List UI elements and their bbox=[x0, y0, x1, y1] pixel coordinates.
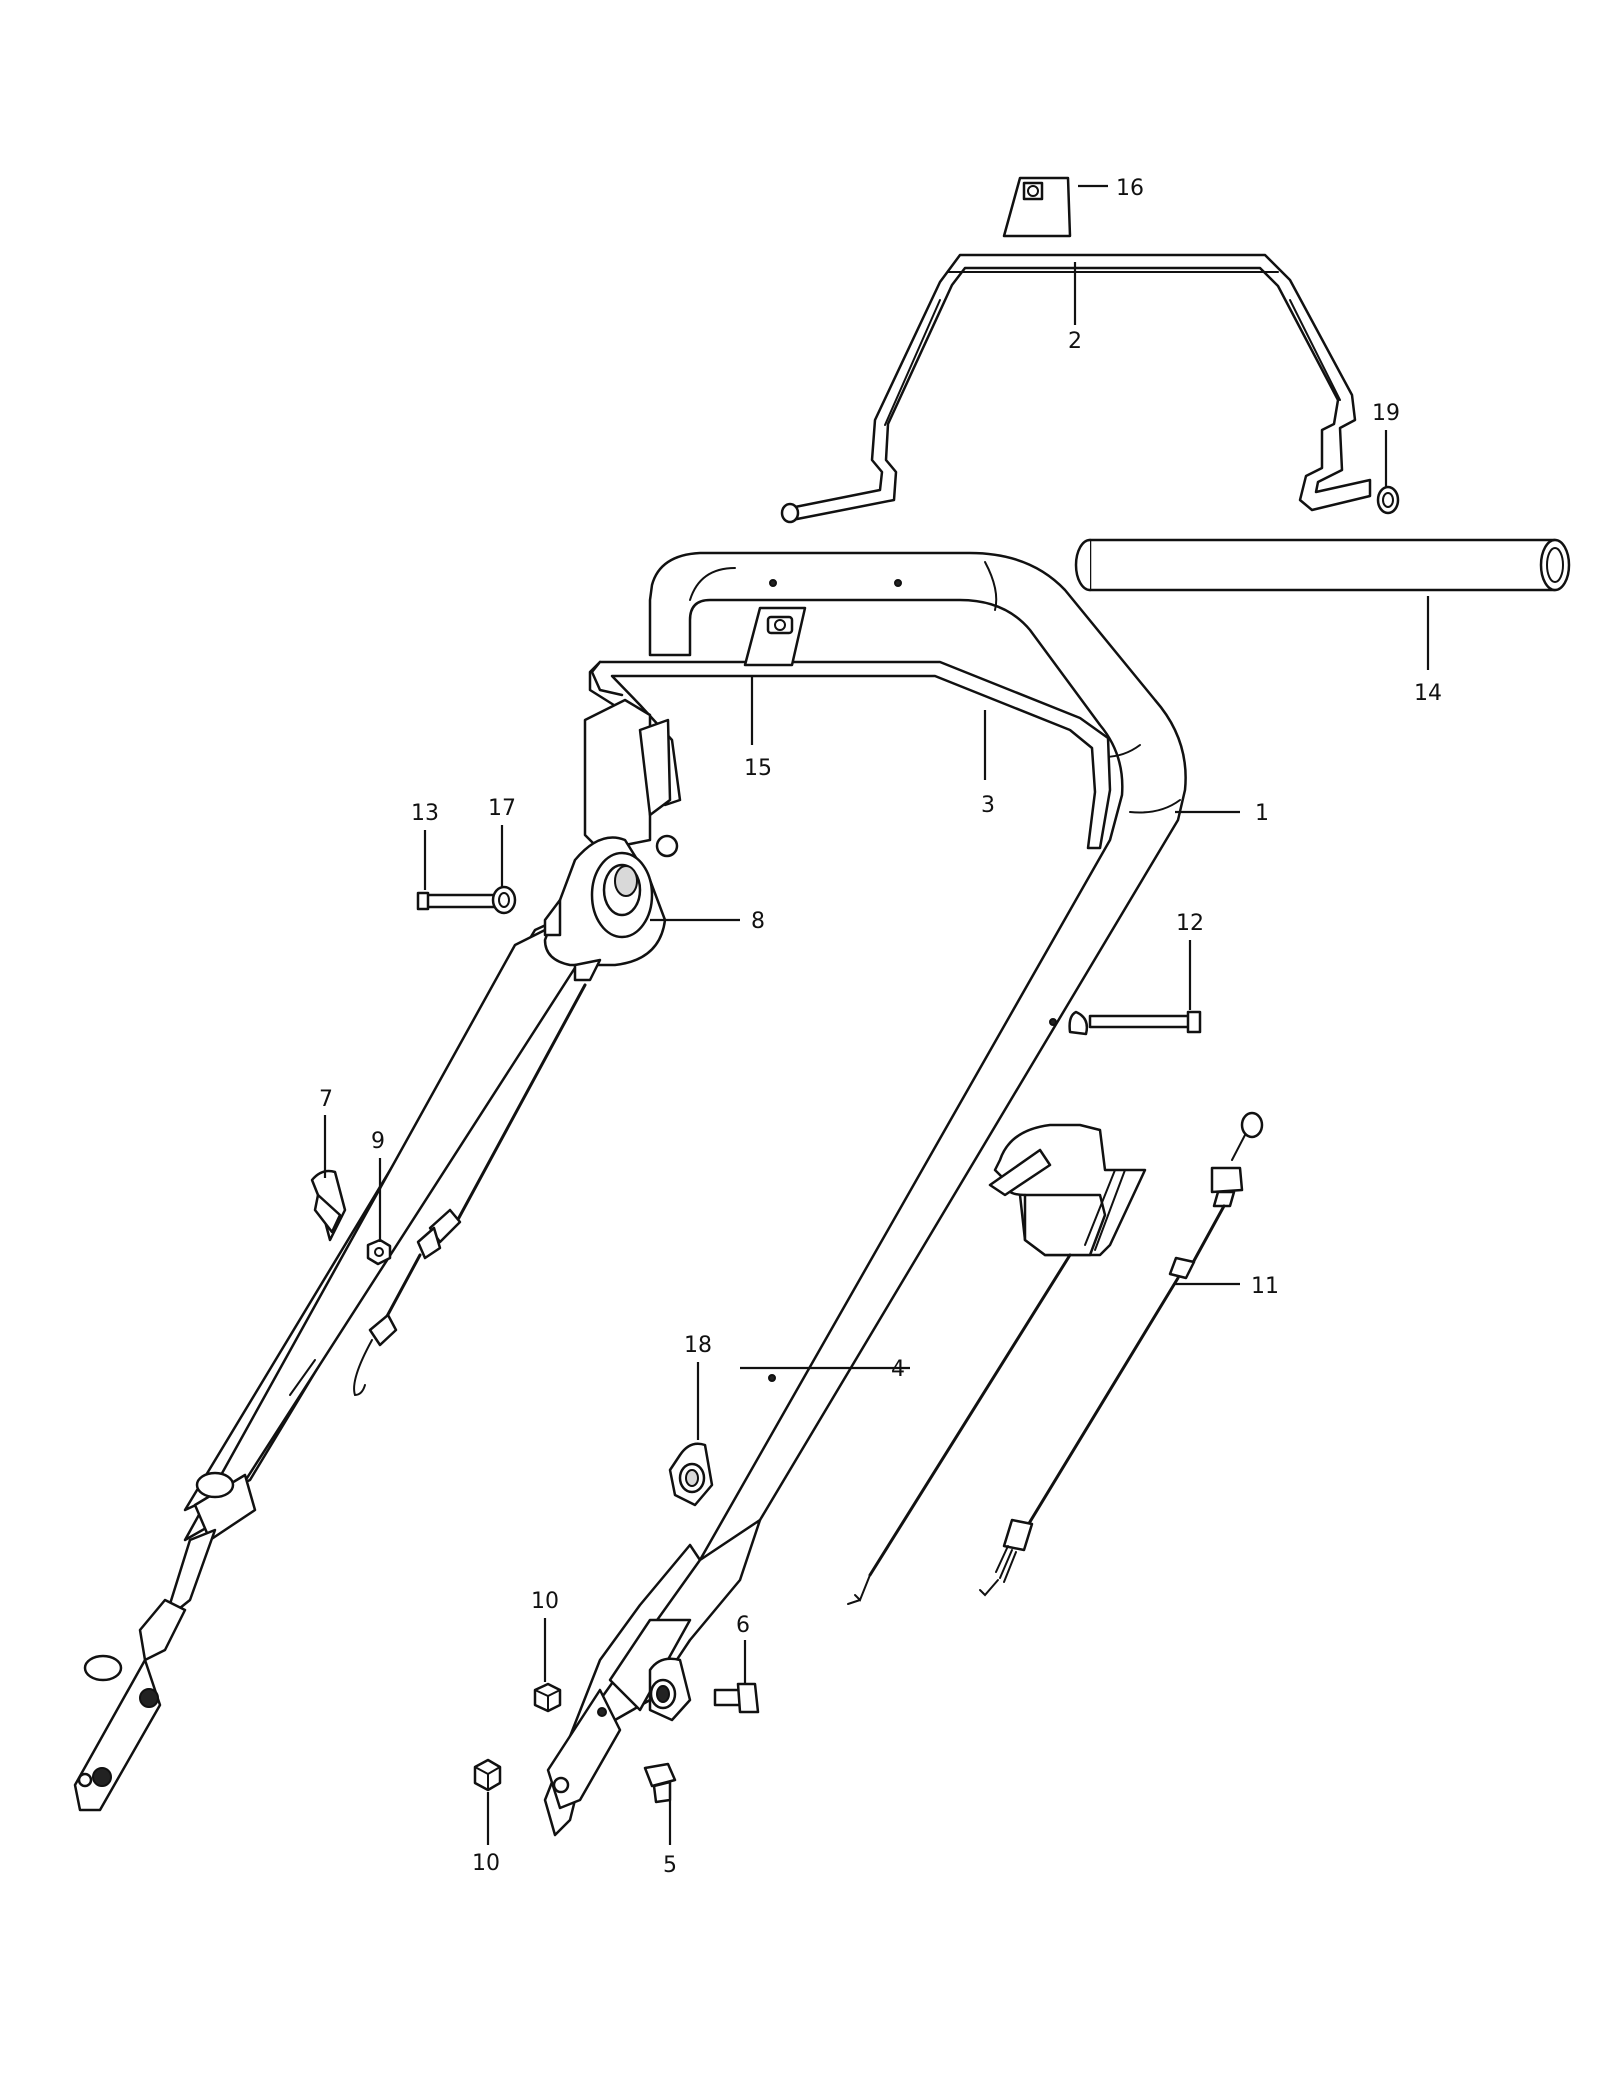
callout-12: 12 bbox=[1176, 911, 1204, 936]
part-14-grip-tube bbox=[1074, 538, 1571, 592]
part-18-cable-clip bbox=[668, 1442, 714, 1507]
part-10-nut-lower bbox=[473, 1758, 502, 1792]
callout-8: 8 bbox=[751, 909, 765, 934]
callout-2: 2 bbox=[1068, 329, 1082, 354]
callout-5: 5 bbox=[663, 1853, 677, 1878]
callout-11: 11 bbox=[1251, 1274, 1279, 1299]
part-19-clip bbox=[1376, 485, 1400, 515]
callout-1: 1 bbox=[1255, 801, 1269, 826]
leader-lines bbox=[323, 184, 1430, 1845]
part-6-bolt bbox=[713, 1682, 760, 1714]
callout-labels: 1 2 3 4 5 6 7 8 9 10 10 11 12 13 14 15 1… bbox=[319, 176, 1442, 1878]
callout-19: 19 bbox=[1372, 401, 1400, 426]
part-12-bolt bbox=[1068, 1010, 1202, 1036]
callout-6: 6 bbox=[736, 1613, 750, 1638]
callout-16: 16 bbox=[1116, 176, 1144, 201]
callout-15: 15 bbox=[744, 756, 772, 781]
callout-14: 14 bbox=[1414, 681, 1442, 706]
callout-10-lower: 10 bbox=[472, 1851, 500, 1876]
callout-7: 7 bbox=[319, 1087, 333, 1112]
callout-10-upper: 10 bbox=[531, 1589, 559, 1614]
left-cable bbox=[353, 983, 587, 1397]
part-1-main-handle bbox=[73, 551, 1187, 1837]
callout-4: 4 bbox=[891, 1357, 905, 1382]
part-2-drive-bail bbox=[780, 253, 1372, 524]
part-17-washer bbox=[491, 885, 517, 915]
part-16-decal bbox=[1002, 176, 1072, 238]
callout-18: 18 bbox=[684, 1333, 712, 1358]
part-11-cable bbox=[979, 1111, 1264, 1597]
part-15-decal bbox=[743, 606, 807, 667]
part-7-hook bbox=[310, 1169, 347, 1242]
part-10-nut-upper bbox=[533, 1682, 562, 1713]
callout-9: 9 bbox=[371, 1129, 385, 1154]
part-4-control-cable bbox=[847, 1123, 1147, 1605]
callout-13: 13 bbox=[411, 801, 439, 826]
part-13-pin bbox=[416, 891, 497, 911]
callout-17: 17 bbox=[488, 796, 516, 821]
part-8-pivot-roller bbox=[543, 698, 679, 982]
right-leg-clip bbox=[648, 1657, 692, 1722]
callout-3: 3 bbox=[981, 793, 995, 818]
part-5-bolt bbox=[643, 1762, 677, 1804]
part-9-nut bbox=[366, 1238, 392, 1266]
